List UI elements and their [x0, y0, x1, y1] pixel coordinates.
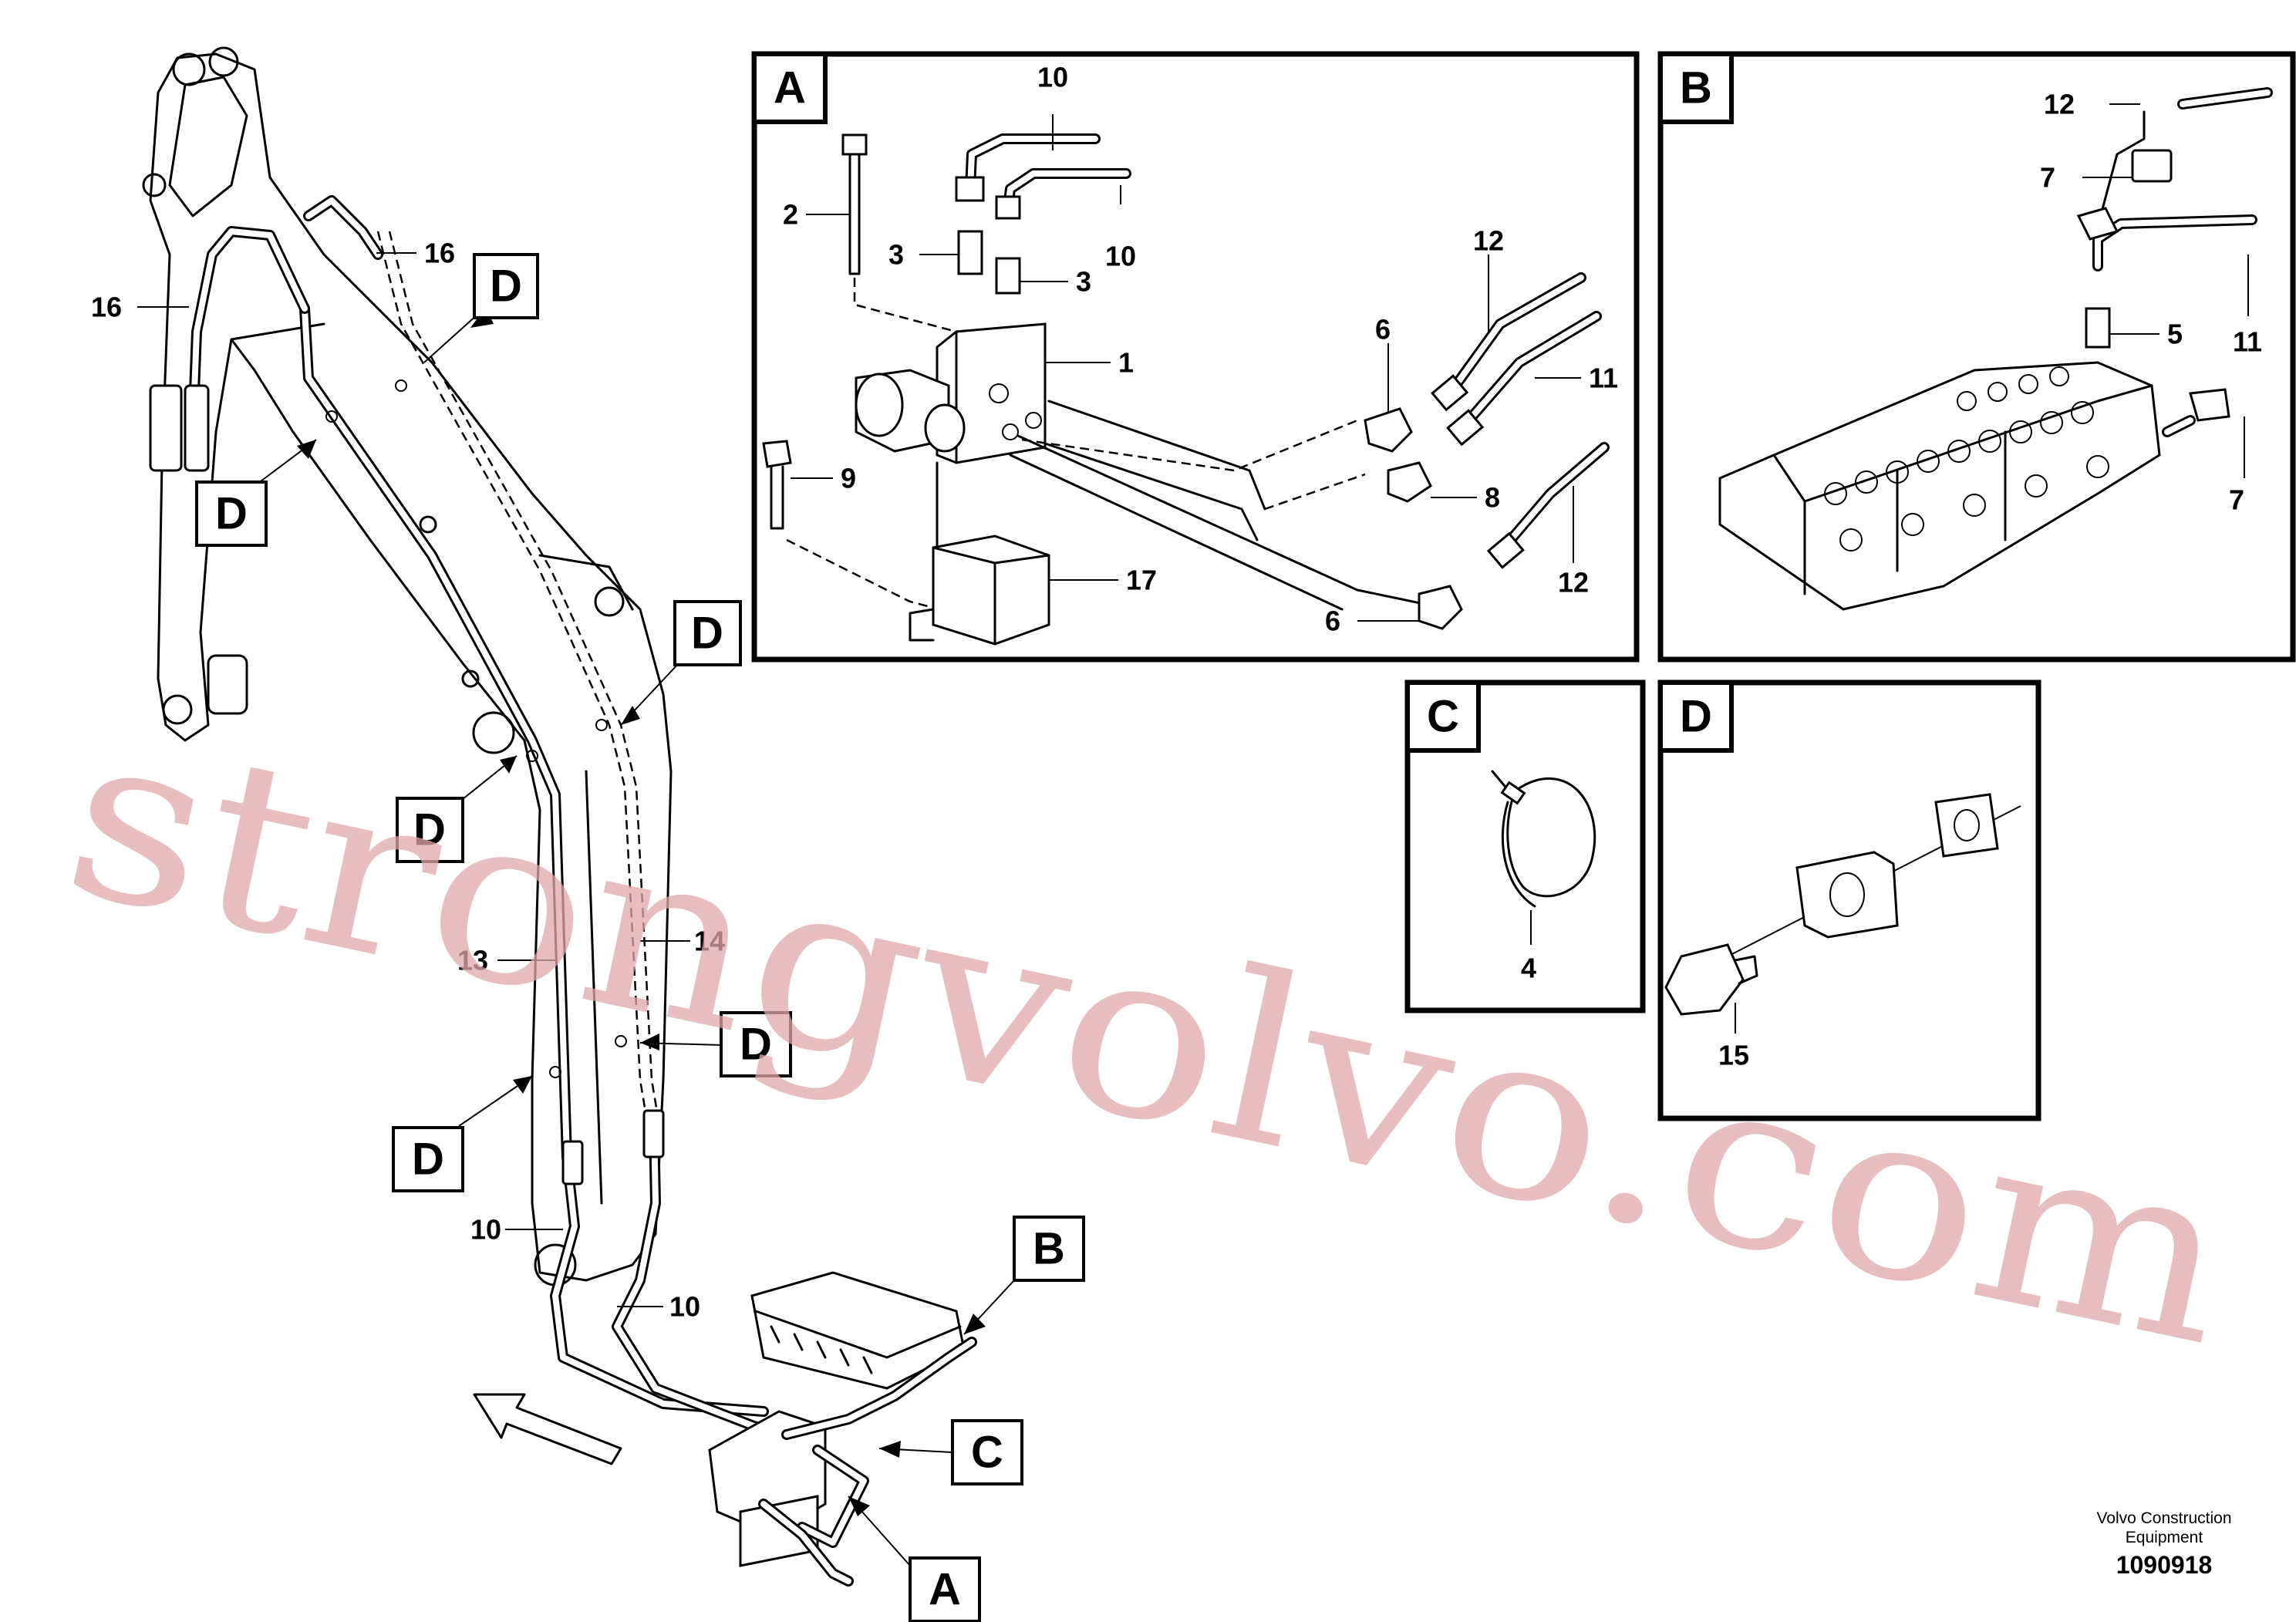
svg-text:C: C: [971, 1428, 1003, 1478]
svg-text:B: B: [1033, 1224, 1065, 1274]
tag-a: A: [848, 1496, 981, 1622]
svg-text:A: A: [774, 63, 806, 113]
svg-text:A: A: [929, 1565, 961, 1615]
svg-text:10: 10: [1105, 241, 1136, 272]
svg-text:D: D: [490, 261, 522, 312]
svg-text:D: D: [740, 1020, 772, 1070]
svg-text:D: D: [215, 489, 248, 539]
svg-text:2: 2: [783, 199, 798, 231]
svg-text:C: C: [1427, 692, 1459, 742]
svg-text:D: D: [412, 1135, 444, 1185]
svg-text:14: 14: [694, 926, 725, 957]
svg-text:12: 12: [2044, 89, 2075, 120]
svg-text:6: 6: [1375, 314, 1391, 346]
svg-text:D: D: [691, 609, 723, 659]
svg-text:11: 11: [2233, 326, 2262, 358]
tag-d-1: D: [423, 253, 539, 363]
tag-d-5: D: [639, 1011, 792, 1077]
svg-text:16: 16: [91, 292, 122, 323]
svg-text:10: 10: [669, 1291, 700, 1323]
svg-text:9: 9: [841, 463, 856, 494]
svg-text:15: 15: [1718, 1040, 1749, 1071]
svg-text:6: 6: [1325, 605, 1340, 637]
svg-text:7: 7: [2229, 484, 2244, 516]
svg-text:10: 10: [470, 1214, 501, 1246]
overview-view-tags: D D D D D D B C A: [195, 253, 1085, 1622]
detail-panel-c: C 4: [1404, 679, 1646, 1013]
tag-b: B: [963, 1216, 1085, 1335]
svg-text:5: 5: [2167, 319, 2183, 350]
detail-panel-d: D 15: [1657, 679, 2041, 1121]
svg-text:10: 10: [1037, 62, 1068, 93]
svg-text:16: 16: [424, 238, 455, 269]
svg-text:B: B: [1680, 63, 1712, 113]
overview-callouts: 16 16 13 14 10 10: [91, 238, 725, 1323]
svg-text:12: 12: [1558, 567, 1589, 599]
tag-d-3: D: [620, 600, 742, 726]
detail-panel-b: B 12 7 5 11 7: [1657, 51, 2296, 663]
svg-text:3: 3: [888, 239, 904, 271]
direction-arrow-icon: [473, 1393, 622, 1465]
boom-arm-overview: [142, 46, 977, 1587]
svg-text:8: 8: [1485, 482, 1500, 514]
control-valve-assembly: [708, 1271, 977, 1587]
svg-text:13: 13: [457, 945, 488, 976]
footer-brand: Volvo Construction Equipment 1090918: [2096, 1509, 2231, 1579]
tag-c: C: [878, 1419, 1023, 1485]
svg-text:11: 11: [1589, 363, 1618, 394]
svg-text:7: 7: [2040, 162, 2055, 194]
detail-panel-a: A: [751, 51, 1640, 663]
svg-text:3: 3: [1076, 266, 1091, 298]
svg-text:4: 4: [1521, 953, 1536, 984]
svg-text:D: D: [413, 805, 446, 855]
svg-text:D: D: [1680, 692, 1712, 742]
svg-text:1: 1: [1118, 347, 1134, 379]
tag-d-6: D: [392, 1075, 533, 1192]
svg-text:12: 12: [1473, 225, 1504, 257]
svg-text:Volvo Construction: Volvo Construction: [2096, 1509, 2231, 1527]
svg-text:17: 17: [1126, 565, 1157, 596]
svg-text:Equipment: Equipment: [2126, 1529, 2203, 1546]
drawing-number: 1090918: [2116, 1551, 2213, 1579]
tag-d-2: D: [195, 439, 317, 547]
tag-d-4: D: [396, 755, 518, 863]
